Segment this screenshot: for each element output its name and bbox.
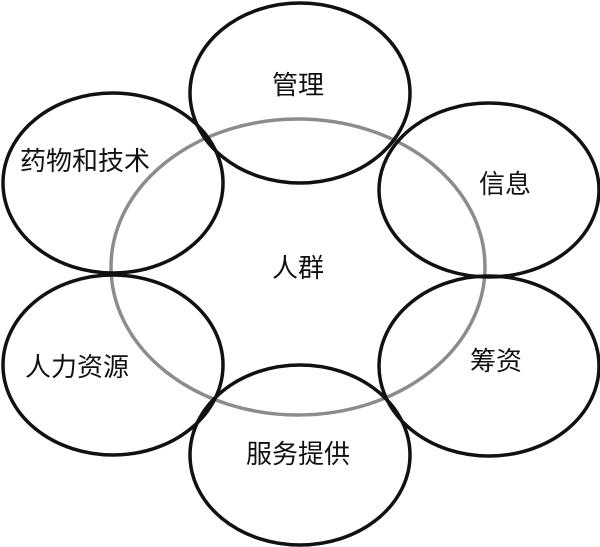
medicines-technology-ellipse [1, 91, 225, 275]
financing-label: 筹资 [470, 347, 522, 377]
financing-ellipse [377, 274, 600, 458]
service-delivery-ellipse [188, 363, 412, 547]
information-label: 信息 [479, 170, 531, 200]
center-ellipse [109, 117, 487, 417]
management-label: 管理 [272, 71, 324, 101]
service-delivery-label: 服务提供 [246, 440, 350, 470]
medicines-technology-label: 药物和技术 [20, 147, 150, 177]
human-resources-ellipse [1, 273, 225, 457]
human-resources-label: 人力资源 [25, 353, 129, 383]
center-label: 人群 [272, 254, 324, 284]
management-ellipse [188, 1, 412, 185]
